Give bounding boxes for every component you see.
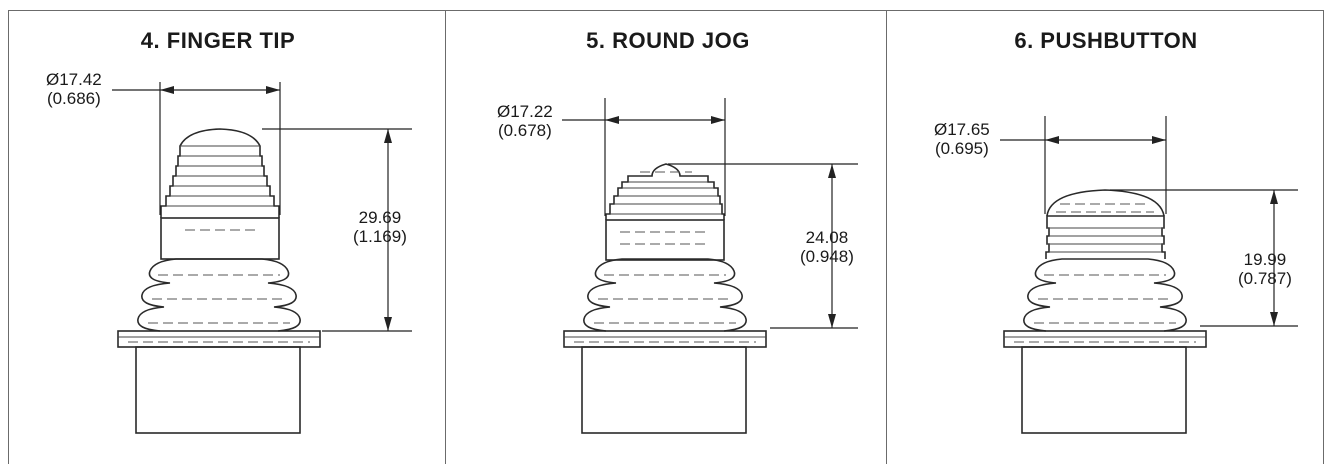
finger-tip-drawing xyxy=(112,82,412,434)
height-label-round-jog: 24.08 (0.948) xyxy=(800,228,854,266)
cylinder-body xyxy=(160,217,280,260)
height-mm: 24.08 xyxy=(805,228,849,247)
diameter-inch: (0.695) xyxy=(934,139,989,158)
diameter-label-finger-tip: Ø17.42 (0.686) xyxy=(46,70,102,108)
height-inch: (0.787) xyxy=(1238,269,1292,288)
panel-title-round-jog: 5. ROUND JOG xyxy=(586,28,750,53)
collar xyxy=(605,219,725,261)
diameter-mm: Ø17.22 xyxy=(497,102,553,121)
panel-title-pushbutton: 6. PUSHBUTTON xyxy=(1014,28,1198,53)
diameter-inch: (0.678) xyxy=(497,121,552,140)
ribbed-cap xyxy=(605,163,725,220)
height-mm: 29.69 xyxy=(358,208,402,227)
drawing-frame xyxy=(8,10,1324,464)
ribbed-tip xyxy=(160,128,280,218)
diameter-label-pushbutton: Ø17.65 (0.695) xyxy=(934,120,990,158)
pushbutton-drawing xyxy=(1000,116,1298,434)
diameter-inch: (0.686) xyxy=(46,89,101,108)
diameter-label-round-jog: Ø17.22 (0.678) xyxy=(497,102,553,140)
height-label-finger-tip: 29.69 (1.169) xyxy=(353,208,407,246)
diameter-mm: Ø17.65 xyxy=(934,120,990,139)
height-inch: (1.169) xyxy=(353,227,407,246)
panel-divider xyxy=(886,10,887,464)
round-jog-drawing xyxy=(562,98,858,434)
dome xyxy=(1046,189,1165,217)
panel-divider xyxy=(445,10,446,464)
height-mm: 19.99 xyxy=(1243,250,1287,269)
height-label-pushbutton: 19.99 (0.787) xyxy=(1238,250,1292,288)
height-inch: (0.948) xyxy=(800,247,854,266)
diameter-mm: Ø17.42 xyxy=(46,70,102,89)
panel-title-finger-tip: 4. FINGER TIP xyxy=(140,28,296,53)
threaded-collar xyxy=(1045,215,1166,259)
